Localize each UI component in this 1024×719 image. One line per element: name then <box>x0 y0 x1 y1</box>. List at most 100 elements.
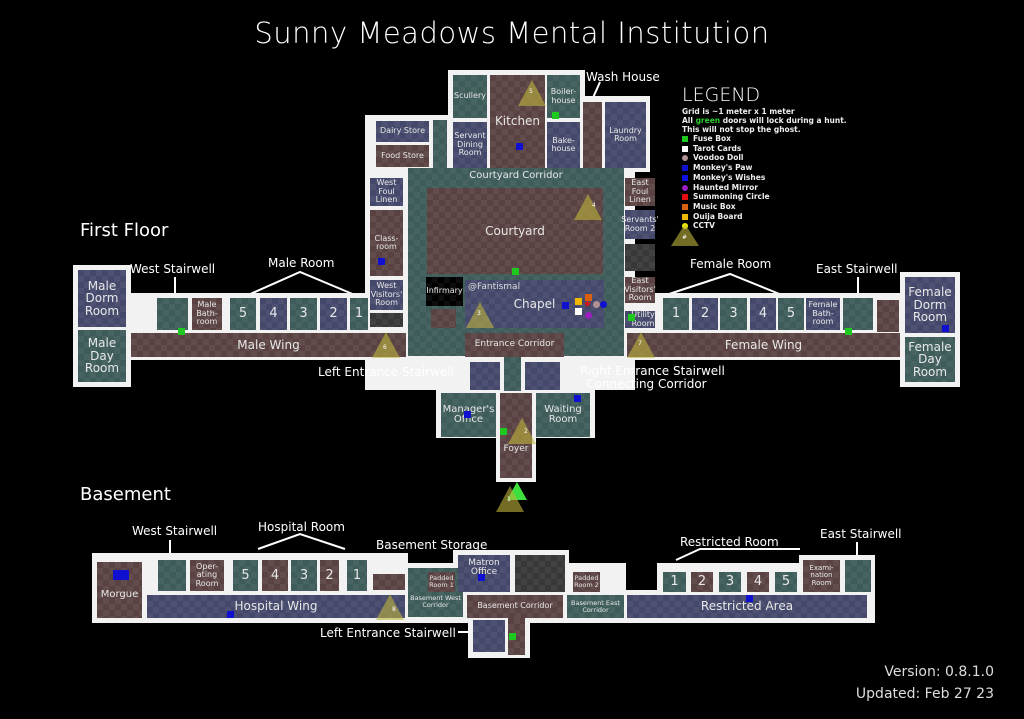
fuse-box-icon <box>509 633 516 640</box>
male-dorm-room: Male Dorm Room <box>78 270 126 327</box>
basement-left-entrance-stairwell <box>473 620 505 652</box>
cctv-4: 4 <box>574 194 602 220</box>
female-room-3: 3 <box>720 298 747 330</box>
version-label: Version: 0.8.1.0 <box>884 664 994 680</box>
female-room-1: 1 <box>663 298 689 330</box>
monkeys-paw-icon <box>574 395 581 402</box>
wing-nook <box>877 300 899 332</box>
female-room-5: 5 <box>778 298 804 330</box>
male-room-2: 2 <box>320 298 347 330</box>
restricted-room-3: 3 <box>719 572 741 592</box>
legend-item: Voodoo Doll <box>682 153 744 162</box>
legend-item: Monkey's Wishes <box>682 173 765 182</box>
summoning-circle-icon: ★ <box>583 299 592 310</box>
classroom: Class-room <box>370 210 403 276</box>
restricted-room-4: 4 <box>747 572 769 592</box>
legend-item: Fuse Box <box>682 134 731 143</box>
male-bathroom: Male Bath-room <box>192 298 222 330</box>
legend-item-label: Music Box <box>693 201 736 211</box>
stairwell-passage <box>508 618 525 655</box>
male-room-5: 5 <box>230 298 256 330</box>
legend-item-label: Summoning Circle <box>693 192 770 202</box>
monkeys-wishes-icon <box>600 301 607 308</box>
legend-item: Ouija Board <box>682 212 743 221</box>
legend-item-label: Monkey's Wishes <box>693 172 766 182</box>
restricted-room-5: 5 <box>775 572 797 592</box>
hospital-room-label: Hospital Room <box>258 520 345 534</box>
legend-item-label: Fuse Box <box>693 134 731 143</box>
music-box-icon <box>585 294 592 301</box>
female-day-room: Female Day Room <box>905 337 955 382</box>
legend-item: Summoning Circle <box>682 192 770 201</box>
cctv-6: 6 <box>372 332 400 358</box>
bakehouse: Bake-house <box>547 122 580 168</box>
monkeys-paw-icon <box>378 258 385 265</box>
right-entrance-stairwell <box>525 362 560 390</box>
hospital-room-4: 4 <box>262 560 288 591</box>
closed-room <box>370 313 403 327</box>
legend-item: Monkey's Paw <box>682 163 752 172</box>
west-stairwell-label: West Stairwell <box>130 262 216 276</box>
fuse-box-icon <box>512 268 519 275</box>
basement-corridor: Basement Corridor <box>467 595 563 618</box>
legend-swatch-icon <box>682 184 688 191</box>
male-room-1: 1 <box>350 298 368 330</box>
waiting-room: Waiting Room <box>536 393 590 437</box>
female-room-label: Female Room <box>690 257 772 271</box>
food-store: Food Store <box>376 145 429 167</box>
tarot-cards-icon <box>575 308 582 315</box>
west-visitors-room: West Visitors' Room <box>370 280 403 310</box>
monkeys-paw-icon <box>942 325 949 332</box>
scullery: Scullery <box>453 75 487 118</box>
east-visitors-room: East Visitors' Room <box>624 276 656 303</box>
legend-swatch-icon <box>682 145 688 152</box>
west-stairwell <box>157 298 188 330</box>
legend-ghost-note: This will not stop the ghost. <box>682 125 801 134</box>
cctv-1: 1 <box>496 486 524 512</box>
monkeys-paw-icon <box>478 574 485 581</box>
hospital-room-3: 3 <box>291 560 317 591</box>
hospital-wing: Hospital Wing <box>147 595 405 618</box>
basement-east-stairwell <box>845 560 871 592</box>
cctv-7: 7 <box>627 332 655 358</box>
legend-heading: LEGEND <box>682 84 761 106</box>
legend-swatch-icon <box>682 155 688 162</box>
map-title: Sunny Meadows Mental Institution <box>254 16 770 50</box>
legend-swatch-icon <box>682 174 688 181</box>
fuse-box-icon <box>500 428 507 435</box>
basement-west-stairwell <box>158 560 186 591</box>
restricted-room-2: 2 <box>691 572 713 592</box>
legend-swatch-icon <box>682 213 688 220</box>
legend-swatch-icon <box>682 194 688 201</box>
padded-room-1: Padded Room 1 <box>428 572 455 592</box>
fuse-box-icon <box>552 112 559 119</box>
east-stairwell-label: East Stairwell <box>816 262 898 276</box>
restricted-room-1: 1 <box>663 572 686 592</box>
utility-room: Utility Room <box>625 310 655 328</box>
servant-dining-room: Servant Dining Room <box>453 122 487 168</box>
male-wing: Male Wing <box>131 333 406 357</box>
padded-room-2: Padded Room 2 <box>573 572 600 592</box>
fuse-box-icon <box>845 328 852 335</box>
cctv-5: 5 <box>518 80 546 106</box>
legend-item: Music Box <box>682 202 736 211</box>
left-entrance-stairwell-label: Left Entrance Stairwell <box>318 365 454 379</box>
monkeys-paw-icon <box>227 611 234 618</box>
infirmary-entrance <box>431 309 456 328</box>
monkeys-paw-icon <box>113 570 129 580</box>
ouija-board-icon <box>575 298 582 305</box>
connecting-corridor <box>504 357 521 391</box>
cctv-8: 8 <box>376 594 404 620</box>
updated-label: Updated: Feb 27 23 <box>855 686 994 702</box>
female-dorm-room: Female Dorm Room <box>905 277 955 333</box>
author-credit: @Fantismal <box>468 282 521 292</box>
female-room-2: 2 <box>692 298 718 330</box>
hospital-room-5: 5 <box>233 560 258 591</box>
monkeys-paw-icon <box>464 411 471 418</box>
infirmary: Infirmary <box>426 277 463 306</box>
cctv-cone-legend-icon: # <box>671 224 699 246</box>
basement-heading: Basement <box>80 484 171 505</box>
west-foul-linen: West Foul Linen <box>370 178 403 206</box>
closed-room <box>515 555 565 592</box>
connecting-corridor-label: Connecting Corridor <box>586 377 707 391</box>
